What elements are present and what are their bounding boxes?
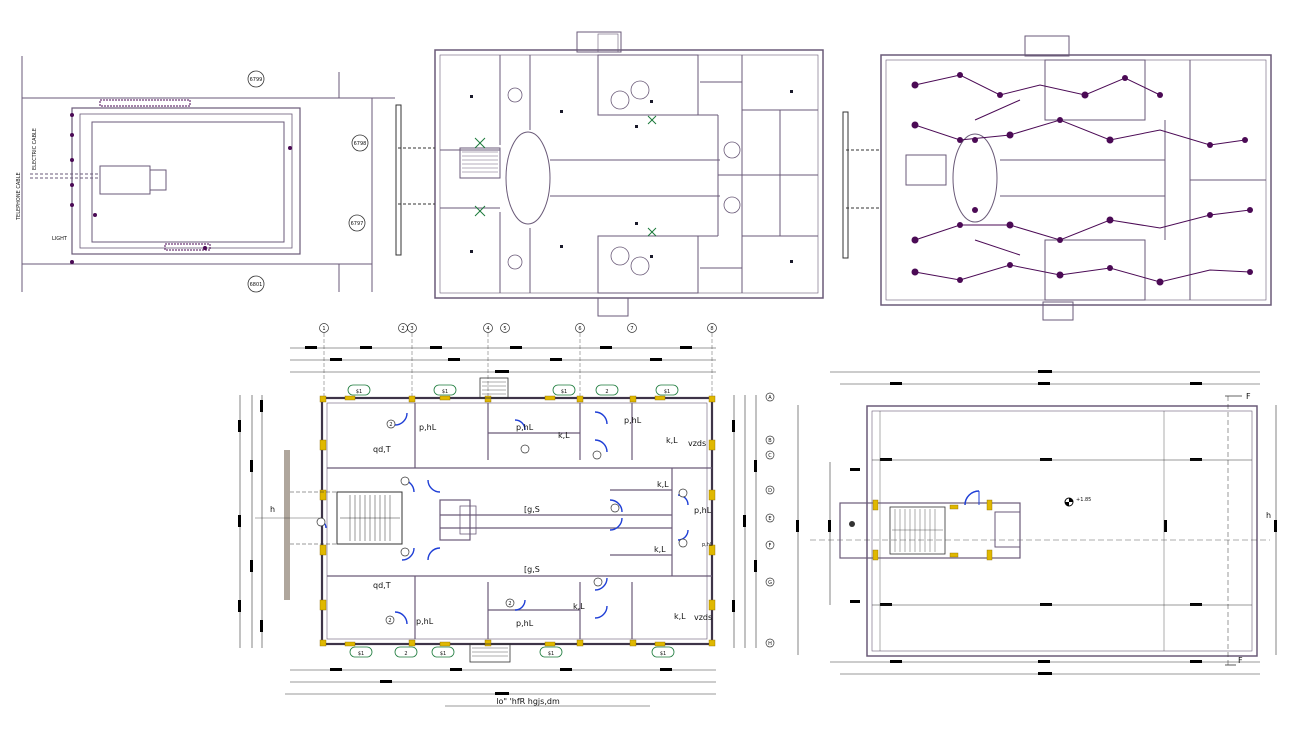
door-tag: $1 <box>660 651 666 657</box>
telephone-cable-note: TELEPHONE CABLE <box>16 172 22 221</box>
first-floor-plan <box>395 31 824 317</box>
room-label-kitchen: k,L <box>558 431 570 440</box>
row-bubble-c: C <box>768 453 772 459</box>
row-bubble-b: B <box>768 438 772 444</box>
room-label-bath: p,hL <box>694 506 712 515</box>
room-label-kitchen: k,L <box>657 480 669 489</box>
plot-number-6797: 6797 <box>351 221 364 227</box>
grid-bubble-1: 1 <box>322 326 325 332</box>
room-label-kitchen: k,L <box>654 545 666 554</box>
room-label-passage: [g,S <box>524 505 540 514</box>
row-bubble-e: E <box>768 516 771 522</box>
site-plan: 6799 6798 6797 6801 ELECTRIC CABLE TELEP… <box>16 56 395 293</box>
row-bubble-d: D <box>768 488 772 494</box>
grid-bubble-5: 5 <box>503 326 506 332</box>
section-mark: h <box>270 505 275 514</box>
grid-bubble-3: 3 <box>410 326 413 332</box>
window-number: 2 <box>388 618 391 624</box>
light-note: LIGHT <box>52 236 68 242</box>
room-label-bath: p,hL <box>416 617 434 626</box>
row-grid-bubbles: A B C D E F G H <box>765 392 775 648</box>
room-label-kitchen: k,L <box>573 602 585 611</box>
window-number: 2 <box>389 422 392 428</box>
roof-plan: +1.85 F F h <box>796 370 1277 675</box>
room-label-kitchen: k,L <box>674 612 686 621</box>
electric-cable-note: ELECTRIC CABLE <box>32 128 38 170</box>
room-label-hall: qd,T <box>373 581 391 590</box>
plot-number-bubble <box>348 214 366 232</box>
room-label-kitchen: k,L <box>666 436 678 445</box>
door-tag: $1 <box>356 389 362 395</box>
door-tag: $1 <box>442 389 448 395</box>
door-tags: $1 $1 $1 2 $1 $1 2 $1 $1 $1 <box>347 384 679 658</box>
grid-bubble-6: 6 <box>578 326 581 332</box>
door-tag: $1 <box>440 651 446 657</box>
room-label-store: vzds <box>688 439 706 448</box>
row-bubble-g: G <box>768 580 772 586</box>
room-label-bath: p,hL <box>516 619 534 628</box>
electrical-layout-plan <box>842 35 1272 321</box>
plot-number-bubble <box>351 134 369 152</box>
room-label-store: p,hL <box>702 542 713 548</box>
window-number: 2 <box>508 601 511 607</box>
room-label-bath: p,hL <box>624 416 642 425</box>
plot-number-bubble <box>247 275 265 293</box>
room-labels: p,hL p,hL k,L p,hL k,L vzds qd,T qd,T [g… <box>373 416 713 628</box>
door-tag: $1 <box>548 651 554 657</box>
room-label-hall: qd,T <box>373 445 391 454</box>
row-bubble-h: H <box>768 641 772 647</box>
section-mark-bottom: F <box>1238 656 1243 665</box>
room-label-bath: p,hL <box>419 423 437 432</box>
grid-bubble-7: 7 <box>630 326 633 332</box>
ground-floor-plan: 1 2 3 4 5 6 7 8 A B <box>238 323 775 707</box>
row-bubble-a: A <box>768 395 772 401</box>
plot-number-6798: 6798 <box>354 141 367 147</box>
grid-bubble-2: 2 <box>401 326 404 332</box>
window-tag: 2 <box>605 389 608 395</box>
drawing-caption: lo" 'hfR hgjs,dm <box>496 697 560 706</box>
door-tag: $1 <box>561 389 567 395</box>
column-grid-bubbles: 1 2 3 4 5 6 7 8 <box>319 323 717 398</box>
roof-level-mark: +1.85 <box>1076 497 1091 503</box>
grid-bubble-8: 8 <box>710 326 713 332</box>
door-tag: $1 <box>664 389 670 395</box>
room-label-bath: p,hL <box>516 423 534 432</box>
door-tag: $1 <box>358 651 364 657</box>
section-mark-side: h <box>1266 511 1271 520</box>
section-mark-top: F <box>1246 392 1251 401</box>
row-bubble-f: F <box>769 543 772 549</box>
window-tag: 2 <box>404 651 407 657</box>
plot-number-6799: 6799 <box>250 77 263 83</box>
plot-number-bubble <box>247 70 265 88</box>
room-label-store: vzds <box>694 613 712 622</box>
plot-number-6801: 6801 <box>250 282 263 288</box>
grid-bubble-4: 4 <box>486 326 489 332</box>
room-label-passage: [g,S <box>524 565 540 574</box>
